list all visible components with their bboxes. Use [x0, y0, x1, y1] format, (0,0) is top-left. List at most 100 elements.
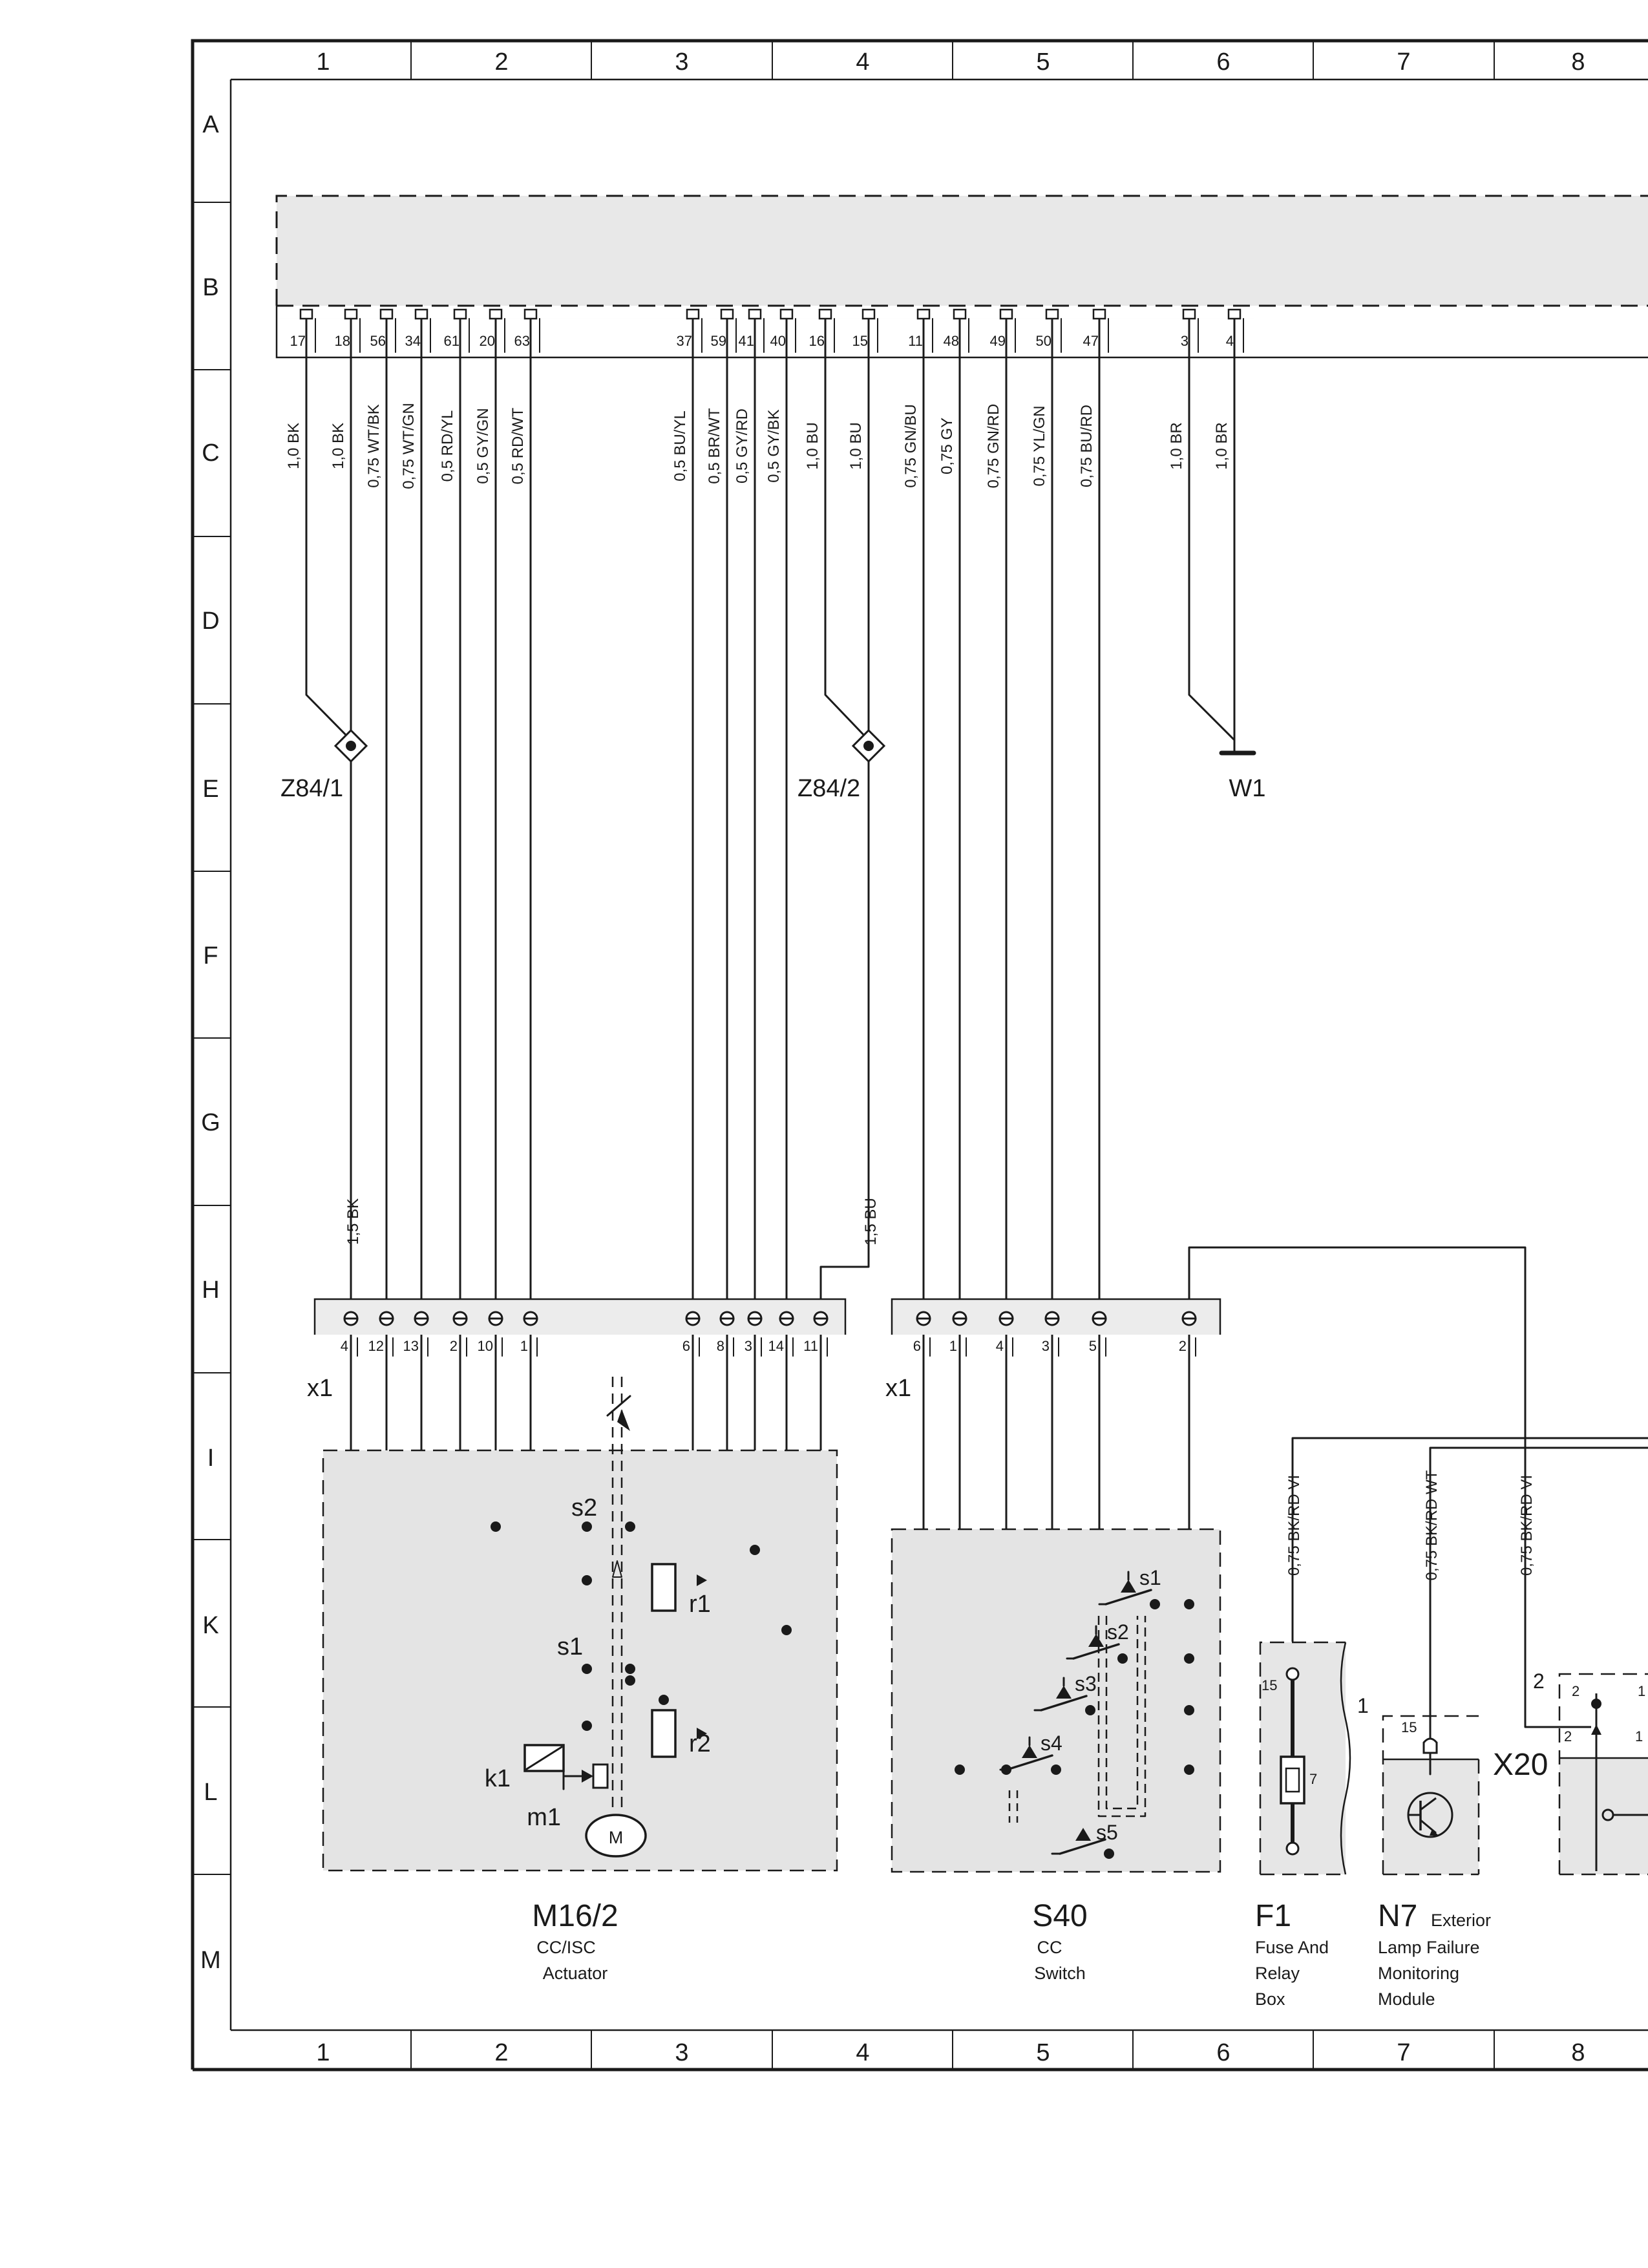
- component-desc-label: Lamp Failure: [1378, 1938, 1480, 1957]
- wire: [819, 319, 870, 1319]
- push-indicator: [1075, 1828, 1091, 1841]
- switch-label: s4: [1041, 1732, 1062, 1755]
- junction-dot: [582, 1721, 592, 1731]
- col-label: 1: [316, 48, 330, 76]
- junction-dot: [1184, 1765, 1194, 1775]
- col-label: 4: [856, 48, 869, 76]
- connector-pin-socket: [779, 308, 794, 320]
- connector-pin-number: 40: [770, 333, 786, 349]
- wire-label: 0,75 BU/RD: [1078, 405, 1095, 487]
- wire-label: 0,5 BR/WT: [706, 408, 723, 484]
- grid-row-labels: A B C D E F G H I K L M: [200, 111, 221, 1974]
- component-desc-label: Switch: [1034, 1964, 1086, 1983]
- wire-label: 1,0 BU: [847, 422, 865, 469]
- adjust-arrow: [606, 1395, 631, 1417]
- junction-dot: [625, 1664, 635, 1674]
- junction-dot: [1184, 1705, 1194, 1715]
- junction-dot: [625, 1521, 635, 1532]
- switch-blade-s3: [1040, 1695, 1088, 1712]
- junction-dot: [1117, 1653, 1128, 1664]
- col-label: 4: [856, 2039, 869, 2066]
- connector-pin-socket: [379, 308, 394, 320]
- x1-label: x1: [885, 1375, 911, 1402]
- connector-pin-socket: [916, 308, 931, 320]
- wire: [1291, 1437, 1648, 1642]
- switch-blade-s1: [1104, 1589, 1152, 1606]
- switch-label: s2: [571, 1494, 597, 1521]
- connector-pin-number: 15: [852, 333, 868, 349]
- row-label: I: [207, 1445, 215, 1472]
- wire-label: 1,0 BR: [1168, 422, 1185, 469]
- connector-pin-number: 50: [1036, 333, 1051, 349]
- x1-pin-number: 1: [949, 1338, 957, 1354]
- junction-dot: [659, 1695, 669, 1705]
- splice-z84-2-dot: [863, 741, 874, 751]
- coil-label: k1: [485, 1765, 511, 1792]
- connector-pin-number: 63: [514, 333, 530, 349]
- junction-dot: [1150, 1599, 1160, 1609]
- junction-dot: [1001, 1765, 1011, 1775]
- row-label: H: [202, 1277, 219, 1304]
- connector-pin-number: 4: [1226, 333, 1234, 349]
- component-id-label: N7: [1378, 1899, 1417, 1933]
- x1-pin-number: 2: [1179, 1338, 1187, 1354]
- grid-column-labels-bottom: 1 2 3 4 5 6 7 8: [316, 2039, 1585, 2066]
- wire: [305, 319, 352, 741]
- x1-pin-number: 12: [368, 1338, 384, 1354]
- wire-label: 1,0 BR: [1213, 422, 1231, 469]
- wire-label: 1,0 BK: [285, 423, 302, 469]
- coil-arrow: [582, 1770, 593, 1783]
- resistor-label: r2: [689, 1730, 711, 1757]
- switch-blade-s5: [1059, 1838, 1106, 1855]
- potentiometer-r2: [651, 1709, 677, 1758]
- row-label: G: [201, 1109, 220, 1136]
- connector-pin-socket: [818, 308, 832, 320]
- connector-label: X20: [1493, 1748, 1548, 1782]
- wire-label: 0,75 WT/BK: [365, 404, 383, 487]
- n7-pin-label: 15: [1401, 1719, 1417, 1735]
- component-desc-label: Relay: [1255, 1964, 1300, 1983]
- ground-label: W1: [1229, 775, 1266, 802]
- wire: [1524, 1693, 1591, 1728]
- switch-label: s2: [1107, 1620, 1129, 1644]
- x1-pin-number: 3: [745, 1338, 752, 1354]
- 6: [625, 1675, 635, 1686]
- connector-pin-number: 59: [711, 333, 726, 349]
- row-label: B: [202, 274, 218, 301]
- connector-pin-socket: [414, 308, 428, 320]
- col-label: 6: [1216, 2039, 1230, 2066]
- fuse-element: [1285, 1767, 1300, 1793]
- component-desc-label: Module: [1378, 1989, 1435, 2009]
- junction-dot: [750, 1545, 760, 1555]
- junction-dot: [1184, 1653, 1194, 1664]
- x1-pin-number: 4: [341, 1338, 348, 1354]
- wire-label: 0,75 WT/GN: [400, 403, 417, 489]
- wire-label: 0,75 GY: [938, 418, 956, 474]
- lamp-monitor-module-n7: [1382, 1715, 1480, 1876]
- grid-column-labels-top: 1 2 3 4 5 6 7 8: [316, 48, 1585, 76]
- x1-pin-number: 14: [768, 1338, 784, 1354]
- switch-blade-s2: [1072, 1643, 1120, 1660]
- junction-dot: [491, 1521, 501, 1532]
- wire-label: 0,5 GY/RD: [734, 408, 751, 483]
- junction-dot: [1184, 1599, 1194, 1609]
- junction-dot: [1051, 1765, 1061, 1775]
- x1-pin-number: 5: [1089, 1338, 1097, 1354]
- actuator-m16-2-box: [322, 1449, 838, 1872]
- row-label: L: [204, 1779, 217, 1806]
- connector-pin-socket: [299, 308, 313, 320]
- connector-pin-number: 17: [290, 333, 306, 349]
- junction-dot: [1085, 1705, 1095, 1715]
- wire: [1188, 1246, 1527, 1693]
- col-label: 2: [494, 48, 508, 76]
- col-label: 7: [1397, 2039, 1410, 2066]
- connector-pin-socket: [999, 308, 1013, 320]
- row-label: D: [202, 608, 219, 635]
- col-label: 8: [1571, 2039, 1585, 2066]
- x20-pin-label: 2: [1533, 1669, 1545, 1693]
- connector-pin-socket: [1092, 308, 1106, 320]
- row-label: E: [202, 776, 218, 803]
- row-label: K: [202, 1612, 218, 1639]
- component-layer: [276, 308, 1438, 1873]
- col-label: 8: [1571, 48, 1585, 76]
